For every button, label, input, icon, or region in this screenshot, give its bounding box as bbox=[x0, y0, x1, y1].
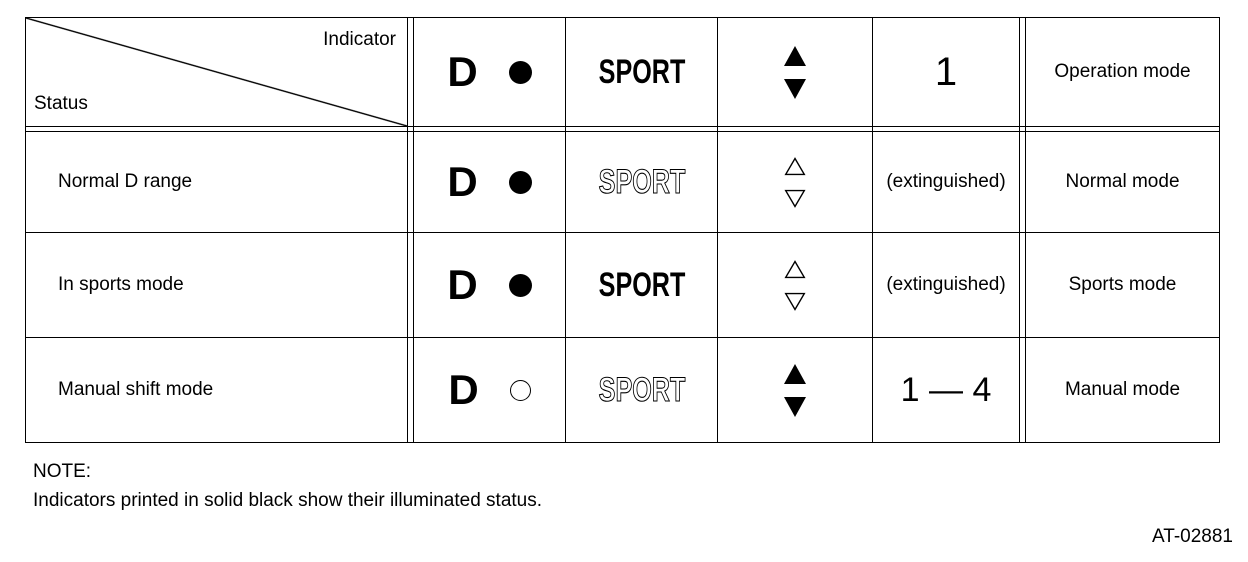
d-range-letter: D bbox=[447, 48, 478, 95]
note-title: NOTE: bbox=[33, 461, 92, 482]
down-triangle-outline-icon bbox=[784, 189, 806, 208]
down-triangle-solid-icon bbox=[784, 78, 806, 99]
row3-sport-indicator-cell: SPORT bbox=[566, 338, 718, 442]
row-manual-shift-mode-status-cell: Manual shift mode bbox=[26, 338, 408, 442]
row1-d-indicator-cell: D bbox=[414, 132, 566, 233]
hollow-circle-icon bbox=[509, 379, 531, 401]
double-line-spacer bbox=[1020, 18, 1026, 127]
note-block: NOTE: Indicators printed in solid black … bbox=[33, 457, 542, 515]
up-triangle-solid-icon bbox=[784, 45, 806, 66]
sport-indicator-lit: SPORT bbox=[598, 267, 685, 303]
double-line-spacer bbox=[1020, 127, 1026, 132]
double-line-spacer bbox=[408, 18, 414, 127]
double-line-spacer bbox=[1020, 338, 1026, 442]
gear-position-indicator: 1 bbox=[934, 50, 958, 94]
double-line-spacer bbox=[718, 127, 873, 132]
row3-gear-cell: 1 — 4 bbox=[873, 338, 1020, 442]
gear-extinguished-label: (extinguished) bbox=[886, 171, 1006, 192]
double-line-spacer bbox=[26, 127, 408, 132]
row1-operation-mode-cell: Normal mode bbox=[1026, 132, 1219, 233]
double-line-spacer bbox=[408, 338, 414, 442]
sport-indicator-unlit: SPORT bbox=[598, 372, 685, 408]
corner-cell: Indicator Status bbox=[26, 18, 408, 127]
operation-mode-label: Manual mode bbox=[1064, 379, 1181, 400]
operation-mode-label: Sports mode bbox=[1068, 274, 1177, 295]
figure-code: AT-02881 bbox=[1152, 526, 1233, 547]
header-shift-arrows-cell bbox=[718, 18, 873, 127]
row1-gear-cell: (extinguished) bbox=[873, 132, 1020, 233]
header-sport-indicator-cell: SPORT bbox=[566, 18, 718, 127]
row2-gear-cell: (extinguished) bbox=[873, 233, 1020, 338]
filled-circle-icon bbox=[508, 273, 532, 297]
header-operation-mode-cell: Operation mode bbox=[1026, 18, 1219, 127]
row2-d-indicator-cell: D bbox=[414, 233, 566, 338]
corner-status-label: Status bbox=[34, 93, 88, 114]
header-gear-cell: 1 bbox=[873, 18, 1020, 127]
d-range-letter: D bbox=[448, 366, 479, 413]
double-line-spacer bbox=[873, 127, 1020, 132]
mode-indicator-table: Indicator Status D SPORT 1 Operation mod… bbox=[25, 17, 1220, 443]
double-line-spacer bbox=[408, 132, 414, 233]
status-label: Normal D range bbox=[58, 171, 193, 192]
note-body: Indicators printed in solid black show t… bbox=[33, 490, 543, 511]
double-line-spacer bbox=[408, 127, 414, 132]
down-triangle-outline-icon bbox=[784, 292, 806, 311]
up-triangle-outline-icon bbox=[784, 259, 806, 278]
row2-sport-indicator-cell: SPORT bbox=[566, 233, 718, 338]
operation-mode-label: Normal mode bbox=[1065, 171, 1180, 192]
corner-indicator-label: Indicator bbox=[323, 29, 396, 50]
up-triangle-solid-icon bbox=[784, 363, 806, 384]
sport-indicator-lit: SPORT bbox=[598, 54, 685, 90]
gear-range-label: 1 — 4 bbox=[900, 371, 992, 409]
row1-sport-indicator-cell: SPORT bbox=[566, 132, 718, 233]
filled-circle-icon bbox=[508, 60, 532, 84]
header-d-indicator-cell: D bbox=[414, 18, 566, 127]
row-in-sports-mode-status-cell: In sports mode bbox=[26, 233, 408, 338]
row3-d-indicator-cell: D bbox=[414, 338, 566, 442]
gear-extinguished-label: (extinguished) bbox=[886, 274, 1006, 295]
d-range-letter: D bbox=[447, 261, 478, 308]
row3-shift-arrows-cell bbox=[718, 338, 873, 442]
sport-indicator-unlit: SPORT bbox=[598, 164, 685, 200]
row-normal-d-range-status-cell: Normal D range bbox=[26, 132, 408, 233]
filled-circle-icon bbox=[508, 170, 532, 194]
double-line-spacer bbox=[408, 233, 414, 338]
down-triangle-solid-icon bbox=[784, 396, 806, 417]
row1-shift-arrows-cell bbox=[718, 132, 873, 233]
row2-shift-arrows-cell bbox=[718, 233, 873, 338]
double-line-spacer bbox=[1026, 127, 1219, 132]
double-line-spacer bbox=[566, 127, 718, 132]
status-label: In sports mode bbox=[58, 274, 184, 295]
row3-operation-mode-cell: Manual mode bbox=[1026, 338, 1219, 442]
d-range-letter: D bbox=[447, 158, 478, 205]
double-line-spacer bbox=[414, 127, 566, 132]
operation-mode-header-label: Operation mode bbox=[1054, 61, 1191, 82]
status-label: Manual shift mode bbox=[58, 379, 214, 400]
up-triangle-outline-icon bbox=[784, 156, 806, 175]
double-line-spacer bbox=[1020, 233, 1026, 338]
double-line-spacer bbox=[1020, 132, 1026, 233]
row2-operation-mode-cell: Sports mode bbox=[1026, 233, 1219, 338]
